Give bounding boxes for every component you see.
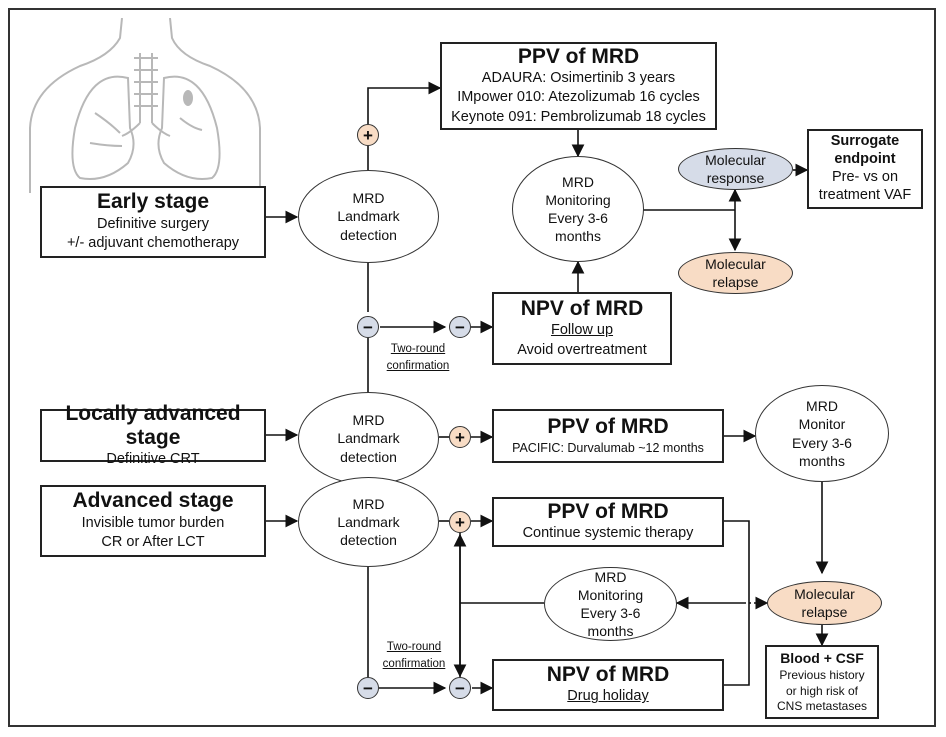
landmark-line3: detection (340, 226, 397, 243)
ppv-bottom-title: PPV of MRD (547, 500, 669, 524)
confirmation-line1: Two-round (386, 641, 442, 653)
lungs-illustration (29, 18, 261, 193)
early-stage-line2: +/- adjuvant chemotherapy (66, 235, 240, 252)
npv-bottom-box: NPV of MRD Drug holiday (492, 659, 724, 711)
ppv-top-title: PPV of MRD (517, 44, 640, 68)
early-stage-title: Early stage (96, 190, 210, 214)
monitoring-bottom-line2: Monitoring (577, 586, 644, 603)
npv-top-line2: Avoid overtreatment (517, 341, 647, 358)
landmark-line1: MRD (352, 190, 385, 207)
monitoring-line4: months (555, 228, 601, 245)
locally-advanced-stage-box: Locally advanced stage Definitive CRT (40, 402, 266, 467)
molecular-relapse-bottom-line2: relapse (801, 604, 848, 620)
monitor-line2: Monitor (798, 416, 846, 433)
ppv-mid-box: PPV of MRD PACIFIC: Durvalumab ~12 month… (492, 409, 724, 463)
landmark-line1: MRD (352, 495, 385, 512)
plus-symbol-local: + (449, 426, 471, 448)
ppv-bottom-line1: Continue systemic therapy (522, 525, 694, 542)
confirmation-line2: confirmation (382, 657, 446, 670)
ppv-top-line3: Keynote 091: Pembrolizumab 18 cycles (451, 108, 706, 125)
monitoring-bottom-line1: MRD (594, 568, 627, 585)
minus-symbol-early-2: − (449, 316, 471, 338)
landmark-detection-early: MRD Landmark detection (298, 170, 439, 263)
confirmation-note-bottom: Two-round confirmation (378, 639, 450, 672)
landmark-line3: detection (340, 532, 397, 549)
mrd-monitoring-top: MRD Monitoring Every 3-6 months (512, 156, 644, 262)
ppv-mid-title: PPV of MRD (547, 415, 669, 439)
surrogate-endpoint-box: Surrogate endpoint Pre- vs on treatment … (807, 129, 923, 209)
local-stage-title: Locally advanced stage (65, 401, 241, 449)
blood-csf-line1: Previous history (779, 668, 865, 683)
molecular-relapse-bottom: Molecular relapse (767, 581, 882, 625)
minus-symbol-advanced-2: − (449, 677, 471, 699)
molecular-relapse-line2: relapse (712, 274, 759, 290)
monitoring-line1: MRD (562, 173, 594, 190)
minus-symbol-advanced: − (357, 677, 379, 699)
surrogate-line2: treatment VAF (818, 187, 912, 204)
monitoring-bottom-line4: months (587, 623, 634, 640)
mrd-monitor-mid: MRD Monitor Every 3-6 months (755, 385, 889, 482)
molecular-relapse-line1: Molecular (705, 255, 766, 272)
monitoring-line3: Every 3-6 (548, 210, 608, 226)
ppv-top-line1: ADAURA: Osimertinib 3 years (481, 69, 676, 86)
ppv-mid-line1: PACIFIC: Durvalumab ~12 months (512, 440, 704, 455)
ppv-bottom-box: PPV of MRD Continue systemic therapy (492, 497, 724, 547)
molecular-relapse-bottom-line1: Molecular (794, 585, 855, 602)
ppv-top-box: PPV of MRD ADAURA: Osimertinib 3 years I… (440, 42, 717, 130)
surrogate-line1: Pre- vs on (831, 169, 899, 186)
landmark-line2: Landmark (337, 430, 400, 447)
surrogate-title1: Surrogate (830, 133, 900, 150)
monitor-line4: months (799, 452, 845, 469)
monitor-line1: MRD (806, 398, 838, 415)
minus-symbol-early: − (357, 316, 379, 338)
early-stage-box: Early stage Definitive surgery +/- adjuv… (40, 186, 266, 258)
ppv-top-line2: IMpower 010: Atezolizumab 16 cycles (457, 89, 700, 106)
monitoring-bottom-line3: Every 3-6 (580, 605, 641, 621)
plus-symbol-advanced: + (449, 511, 471, 533)
npv-top-title: NPV of MRD (520, 296, 644, 320)
npv-top-line1: Follow up (550, 322, 614, 338)
blood-csf-line2: or high risk of (785, 683, 859, 698)
advanced-stage-box: Advanced stage Invisible tumor burden CR… (40, 485, 266, 557)
surrogate-title2: endpoint (834, 150, 896, 167)
molecular-response: Molecular response (678, 148, 793, 190)
monitoring-line2: Monitoring (545, 191, 611, 208)
advanced-stage-title: Advanced stage (72, 489, 234, 513)
molecular-response-line1: Molecular (705, 151, 766, 168)
advanced-stage-line2: CR or After LCT (101, 534, 205, 551)
landmark-line3: detection (340, 448, 397, 465)
npv-bottom-line1: Drug holiday (567, 688, 649, 705)
npv-bottom-title: NPV of MRD (546, 663, 670, 687)
blood-csf-box: Blood + CSF Previous history or high ris… (765, 645, 879, 719)
confirmation-line1: Two-round (390, 343, 446, 355)
landmark-line2: Landmark (337, 208, 400, 225)
npv-top-box: NPV of MRD Follow up Avoid overtreatment (492, 292, 672, 365)
blood-csf-title: Blood + CSF (780, 650, 864, 667)
landmark-line1: MRD (352, 412, 385, 429)
confirmation-line2: confirmation (386, 359, 450, 372)
landmark-detection-local: MRD Landmark detection (298, 392, 439, 485)
molecular-relapse-top: Molecular relapse (678, 252, 793, 294)
molecular-response-line2: response (706, 170, 765, 186)
early-stage-line1: Definitive surgery (96, 215, 209, 232)
blood-csf-line3: CNS metastases (776, 699, 868, 714)
mrd-monitoring-bottom: MRD Monitoring Every 3-6 months (544, 567, 677, 641)
landmark-line2: Landmark (337, 513, 400, 530)
advanced-stage-line1: Invisible tumor burden (81, 514, 225, 531)
local-stage-line1: Definitive CRT (106, 450, 200, 467)
monitor-line3: Every 3-6 (792, 434, 852, 451)
plus-symbol-early: + (357, 124, 379, 146)
landmark-detection-advanced: MRD Landmark detection (298, 477, 439, 567)
confirmation-note-top: Two-round confirmation (383, 341, 453, 374)
